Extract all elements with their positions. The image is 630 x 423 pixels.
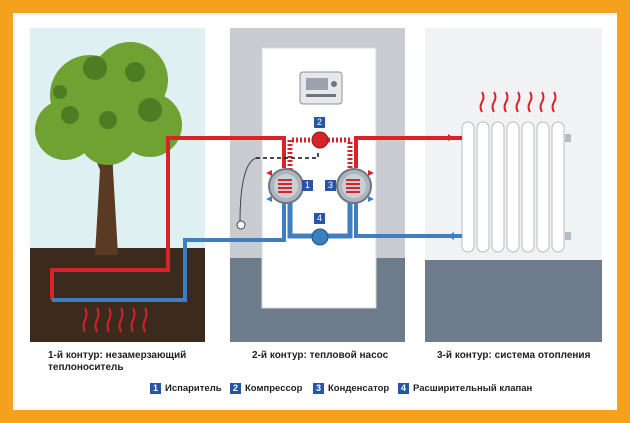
- control-panel-icon: [299, 71, 343, 105]
- panel-heating: [425, 28, 602, 342]
- panel-ground: [30, 28, 205, 342]
- legend-item-3: 3 Конденсатор: [313, 383, 389, 394]
- evaporator-icon: [268, 168, 304, 204]
- badge-expansion-valve: 4: [314, 213, 325, 224]
- tree-icon: [35, 42, 182, 255]
- badge-compressor: 2: [314, 117, 325, 128]
- legend-label-3: Конденсатор: [328, 383, 390, 394]
- legend-label-1: Испаритель: [165, 383, 222, 394]
- badge-evaporator: 1: [302, 180, 313, 191]
- legend-num-2: 2: [230, 383, 241, 394]
- legend-num-1: 1: [150, 383, 161, 394]
- legend-item-4: 4 Расширительный клапан: [398, 383, 532, 394]
- radiator-heat-arrows-icon: [479, 91, 557, 113]
- ground-heat-arrows-icon: [82, 307, 148, 333]
- flow-arrows: [266, 134, 454, 240]
- badge-condenser: 3: [325, 180, 336, 191]
- caption-circuit-1: 1-й контур: незамерзающий теплоноситель: [48, 350, 187, 373]
- legend-num-3: 3: [313, 383, 324, 394]
- legend-label-2: Компрессор: [245, 383, 303, 394]
- soil: [30, 248, 205, 342]
- legend-item-1: 1 Испаритель: [150, 383, 222, 394]
- condenser-icon: [336, 168, 372, 204]
- panel-heat-pump: [230, 28, 405, 342]
- sensor-icon: [236, 220, 246, 230]
- legend-item-2: 2 Компрессор: [230, 383, 302, 394]
- sensor-cable: [236, 150, 319, 230]
- caption-circuit-3: 3-й контур: система отопления: [437, 350, 591, 361]
- expansion-valve-icon: [311, 228, 329, 246]
- radiator-icon: [461, 121, 571, 253]
- legend-num-4: 4: [398, 383, 409, 394]
- legend-label-4: Расширительный клапан: [413, 383, 533, 394]
- caption-circuit-2: 2-й контур: тепловой насос: [252, 350, 389, 361]
- compressor-icon: [311, 131, 329, 149]
- heating-loop-pipes: [354, 136, 462, 238]
